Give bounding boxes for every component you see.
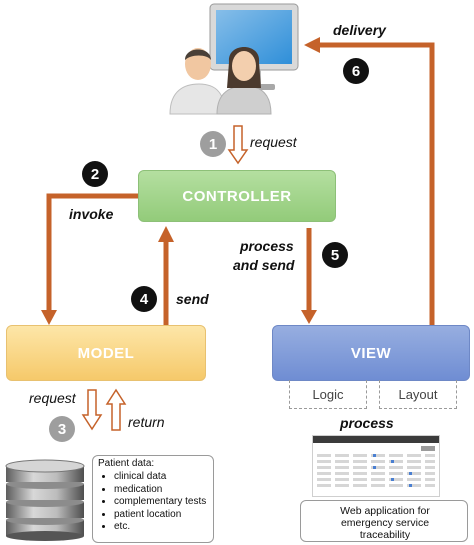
thumbnail-row bbox=[317, 472, 435, 475]
request-bottom-label: request bbox=[29, 390, 76, 406]
view-node: VIEW bbox=[272, 325, 470, 381]
list-item: patient location bbox=[114, 509, 206, 522]
thumbnail-button bbox=[421, 446, 435, 451]
delivery-label: delivery bbox=[333, 22, 386, 38]
step-1-badge: 1 bbox=[200, 131, 226, 157]
return-arrow bbox=[105, 388, 127, 431]
send-label: send bbox=[176, 291, 209, 307]
list-item: medication bbox=[114, 484, 206, 497]
web-app-caption-line2: emergency service bbox=[340, 517, 430, 529]
list-item: clinical data bbox=[114, 471, 206, 484]
return-label: return bbox=[128, 414, 165, 430]
view-logic-label: Logic bbox=[312, 386, 344, 402]
step-3-badge: 3 bbox=[49, 416, 75, 442]
request-top-label: request bbox=[250, 134, 297, 150]
web-app-caption: Web application for emergency service tr… bbox=[305, 505, 465, 541]
step-4-badge: 4 bbox=[131, 286, 157, 312]
thumbnail-row bbox=[317, 484, 435, 487]
model-label: MODEL bbox=[77, 344, 135, 362]
database-icon bbox=[5, 459, 85, 541]
thumbnail-row bbox=[317, 478, 435, 481]
web-app-caption-line1: Web application for bbox=[340, 505, 430, 517]
patient-data-title: Patient data: bbox=[98, 458, 155, 469]
invoke-arrow bbox=[46, 193, 138, 312]
view-layout-box: Layout bbox=[379, 380, 457, 409]
step-6-badge: 6 bbox=[343, 58, 369, 84]
step-5-badge: 5 bbox=[322, 242, 348, 268]
web-app-caption-line3: traceability bbox=[359, 529, 411, 541]
web-app-caption-box bbox=[300, 500, 468, 542]
request-bottom-arrow bbox=[81, 389, 103, 431]
patient-data-list: clinical data medication complementary t… bbox=[100, 471, 206, 534]
process-label: process bbox=[340, 415, 394, 431]
step-2-badge: 2 bbox=[82, 161, 108, 187]
users-computer-illustration bbox=[169, 3, 299, 115]
thumbnail-row bbox=[317, 460, 435, 463]
thumbnail-row bbox=[317, 454, 435, 457]
invoke-label: invoke bbox=[69, 206, 114, 222]
view-label: VIEW bbox=[350, 344, 392, 362]
controller-node: CONTROLLER bbox=[138, 170, 336, 222]
process-send-label-line1: process bbox=[240, 238, 294, 254]
list-item: complementary tests bbox=[114, 496, 206, 509]
view-logic-box: Logic bbox=[289, 380, 367, 409]
list-item: etc. bbox=[114, 521, 206, 534]
delivery-arrow bbox=[320, 42, 435, 325]
request-top-arrow bbox=[227, 125, 249, 165]
process-send-label-line2: and send bbox=[233, 257, 295, 273]
controller-label: CONTROLLER bbox=[182, 187, 292, 205]
view-layout-label: Layout bbox=[398, 386, 438, 402]
thumbnail-header-bar bbox=[313, 436, 439, 443]
patient-data-box bbox=[92, 455, 214, 543]
thumbnail-row bbox=[317, 466, 435, 469]
web-app-thumbnail bbox=[312, 435, 440, 497]
model-node: MODEL bbox=[6, 325, 206, 381]
